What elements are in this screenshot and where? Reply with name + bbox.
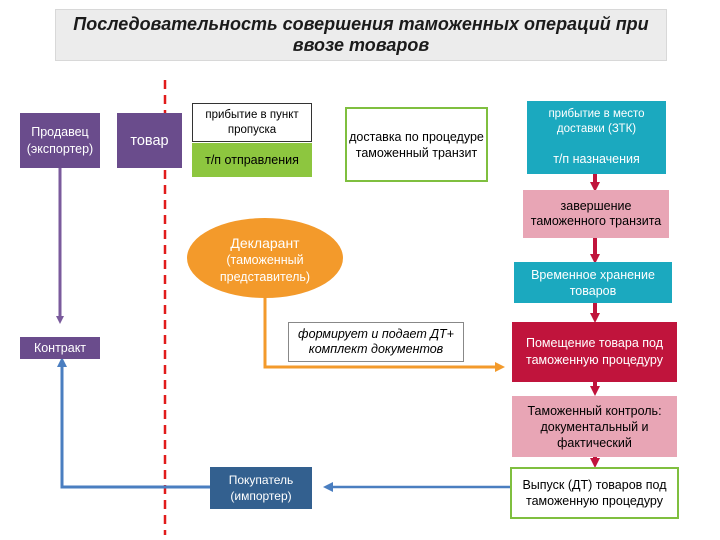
declarant-subtitle-1: (таможенный: [226, 253, 304, 267]
arrival-checkpoint-label: прибытие в пункт пропуска: [205, 108, 299, 136]
transit-delivery-box: доставка по процедуре таможенный транзит: [345, 107, 488, 182]
declarant-to-placement-arrow: [263, 297, 505, 372]
declarant-title: Декларант: [230, 235, 300, 251]
release-label: Выпуск (ДТ) товаров под таможенную проце…: [522, 478, 667, 508]
seller-label: Продавец (экспортер): [26, 124, 94, 156]
temporary-storage-box: Временное хранение товаров: [514, 262, 672, 303]
transit-completion-box: завершение таможенного транзита: [523, 190, 669, 238]
forms-documents-label: формирует и подает ДТ+ комплект документ…: [298, 326, 454, 357]
forms-documents-box: формирует и подает ДТ+ комплект документ…: [288, 322, 464, 362]
seller-box: Продавец (экспортер): [20, 113, 100, 168]
customs-control-label: Таможенный контроль: документальный и фа…: [527, 403, 662, 450]
arrival-checkpoint-box: прибытие в пункт пропуска: [192, 103, 312, 142]
transit-delivery-label: доставка по процедуре таможенный транзит: [349, 129, 484, 160]
declarant-subtitle-2: представитель): [219, 270, 311, 284]
departure-post-box: т/п отправления: [192, 143, 312, 177]
buyer-box: Покупатель (импортер): [210, 467, 312, 509]
declarant-oval: Декларант (таможенный представитель): [187, 218, 343, 298]
goods-label: товар: [130, 132, 169, 149]
arrival-destination-box: прибытие в место доставки (ЗТК): [527, 101, 666, 143]
page-title: Последовательность совершения таможенных…: [55, 9, 667, 61]
placement-label: Помещение товара под таможенную процедур…: [526, 336, 663, 367]
release-box: Выпуск (ДТ) товаров под таможенную проце…: [510, 467, 679, 519]
temporary-storage-label: Временное хранение товаров: [531, 267, 655, 298]
customs-control-box: Таможенный контроль: документальный и фа…: [512, 396, 677, 457]
contract-box: Контракт: [20, 337, 100, 359]
contract-label: Контракт: [33, 341, 87, 355]
buyer-to-contract-arrow: [57, 357, 210, 489]
placement-box: Помещение товара под таможенную процедур…: [512, 322, 677, 382]
destination-post-label: т/п назначения: [553, 151, 640, 166]
arrival-destination-label: прибытие в место доставки (ЗТК): [548, 108, 645, 135]
buyer-label: Покупатель (импортер): [228, 473, 294, 503]
destination-post-box: т/п назначения: [527, 143, 666, 174]
transit-completion-label: завершение таможенного транзита: [530, 198, 662, 229]
departure-post-label: т/п отправления: [205, 153, 299, 167]
goods-box: товар: [117, 113, 182, 168]
